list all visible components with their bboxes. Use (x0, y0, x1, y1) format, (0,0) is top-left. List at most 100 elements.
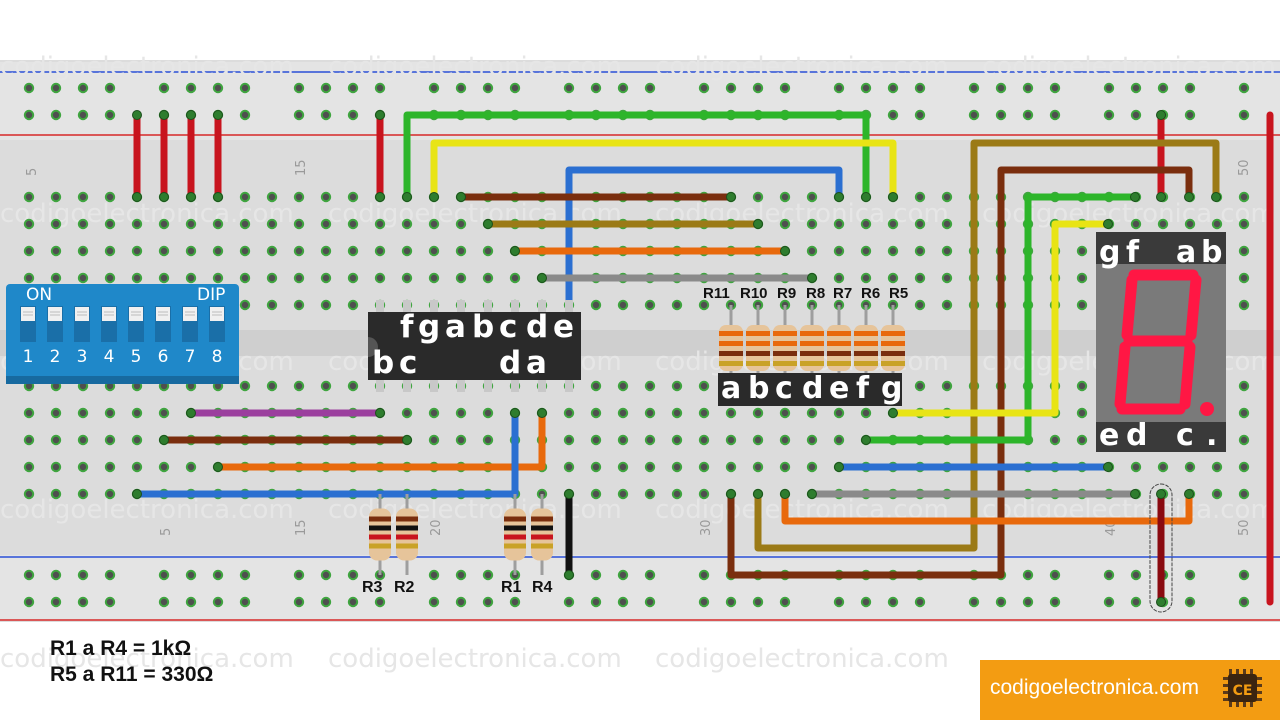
breadboard-hole (779, 191, 791, 203)
rail-hole (1184, 596, 1196, 608)
segment-dp (1200, 402, 1214, 416)
rail-hole (698, 596, 710, 608)
breadboard-hole (914, 272, 926, 284)
breadboard-hole (23, 488, 35, 500)
resistors-bottom: R3 R2 R1 R4 (362, 494, 553, 596)
chip-pin-label: d (526, 309, 548, 345)
breadboard-hole (671, 407, 683, 419)
breadboard-hole (158, 407, 170, 419)
wire-end (375, 192, 385, 202)
dip-toggle (210, 307, 224, 321)
rail-hole (347, 569, 359, 581)
breadboard-hole (401, 272, 413, 284)
watermark: codigoelectronica.com (0, 495, 294, 525)
wire-end (510, 408, 520, 418)
breadboard-hole (320, 272, 332, 284)
wire-end (1184, 192, 1194, 202)
resistor-band (800, 331, 824, 336)
breadboard-hole (779, 434, 791, 446)
rail-hole (968, 596, 980, 608)
rail-hole (455, 596, 467, 608)
breadboard-hole (104, 272, 116, 284)
resistor-band (504, 525, 526, 531)
rail-hole (482, 569, 494, 581)
breadboard-hole (293, 245, 305, 257)
breadboard-hole (347, 218, 359, 230)
breadboard-hole (347, 380, 359, 392)
rail-hole (293, 109, 305, 121)
chip-pin-label: d (499, 345, 521, 381)
rail-hole (428, 569, 440, 581)
breadboard-hole (158, 461, 170, 473)
breadboard-hole (590, 461, 602, 473)
breadboard-hole (158, 272, 170, 284)
wire-end (564, 570, 574, 580)
rail-hole (1103, 596, 1115, 608)
resistor-band (531, 534, 553, 540)
rail-hole (293, 596, 305, 608)
rail-hole (320, 109, 332, 121)
breadboard-hole (293, 380, 305, 392)
rail-hole (590, 596, 602, 608)
rail-hole (347, 109, 359, 121)
resistor-label: R6 (861, 285, 880, 302)
resistor-band (800, 341, 824, 346)
wire-end (213, 192, 223, 202)
rail-hole (1130, 569, 1142, 581)
breadboard-hole (752, 461, 764, 473)
rail-hole (833, 596, 845, 608)
breadboard-hole (23, 218, 35, 230)
rail-hole (995, 82, 1007, 94)
rail-hole (1130, 109, 1142, 121)
wire-orange (781, 490, 1193, 525)
chip-pin (511, 378, 519, 392)
chip-pin (538, 378, 546, 392)
segment-letter: e (829, 371, 849, 406)
rail-hole (1103, 82, 1115, 94)
wire-end (132, 192, 142, 202)
segment-b (1185, 274, 1202, 341)
breadboard-hole (77, 434, 89, 446)
breadboard-hole (185, 272, 197, 284)
breadboard-hole (104, 245, 116, 257)
wire-end (834, 192, 844, 202)
breadboard-hole (482, 245, 494, 257)
breadboard-hole (23, 272, 35, 284)
wire-end (1156, 110, 1166, 120)
breadboard-hole (860, 245, 872, 257)
rail-hole (968, 109, 980, 121)
breadboard-hole (833, 272, 845, 284)
resistor-top-labels: R11 R10 R9 R8 R7 R6 R5 (703, 285, 908, 302)
resistor-body (800, 325, 824, 371)
breadboard-hole (266, 272, 278, 284)
breadboard-hole (698, 488, 710, 500)
display-pin-label: g (1099, 235, 1120, 270)
resistor-band (369, 516, 391, 522)
resistor-band (881, 351, 905, 356)
breadboard-hole (239, 218, 251, 230)
breadboard-hole (239, 272, 251, 284)
breadboard-hole (1238, 272, 1250, 284)
resistor-band (746, 341, 770, 346)
breadboard-hole (860, 218, 872, 230)
rail-hole (860, 82, 872, 94)
display-top-labels: g f a b (1099, 235, 1222, 270)
display-bottom-labels: e d c . (1099, 418, 1217, 453)
dip-label: DIP (197, 285, 225, 305)
rail-hole (50, 596, 62, 608)
resistor-array-top: R11 R10 R9 R8 R7 R6 R5 a b c d e f g (703, 285, 908, 406)
breadboard-hole (50, 272, 62, 284)
segment-f (1121, 274, 1138, 341)
breadboard-hole (914, 218, 926, 230)
breadboard-hole (1049, 434, 1061, 446)
display-pin-label: a (1176, 235, 1196, 270)
wire-end (537, 408, 547, 418)
dip-toggle (21, 307, 35, 321)
display-segments (1114, 269, 1202, 415)
rail-hole (887, 109, 899, 121)
breadboard-hole (23, 245, 35, 257)
breadboard-hole (617, 380, 629, 392)
breadboard-hole (1211, 488, 1223, 500)
rail-hole (698, 82, 710, 94)
